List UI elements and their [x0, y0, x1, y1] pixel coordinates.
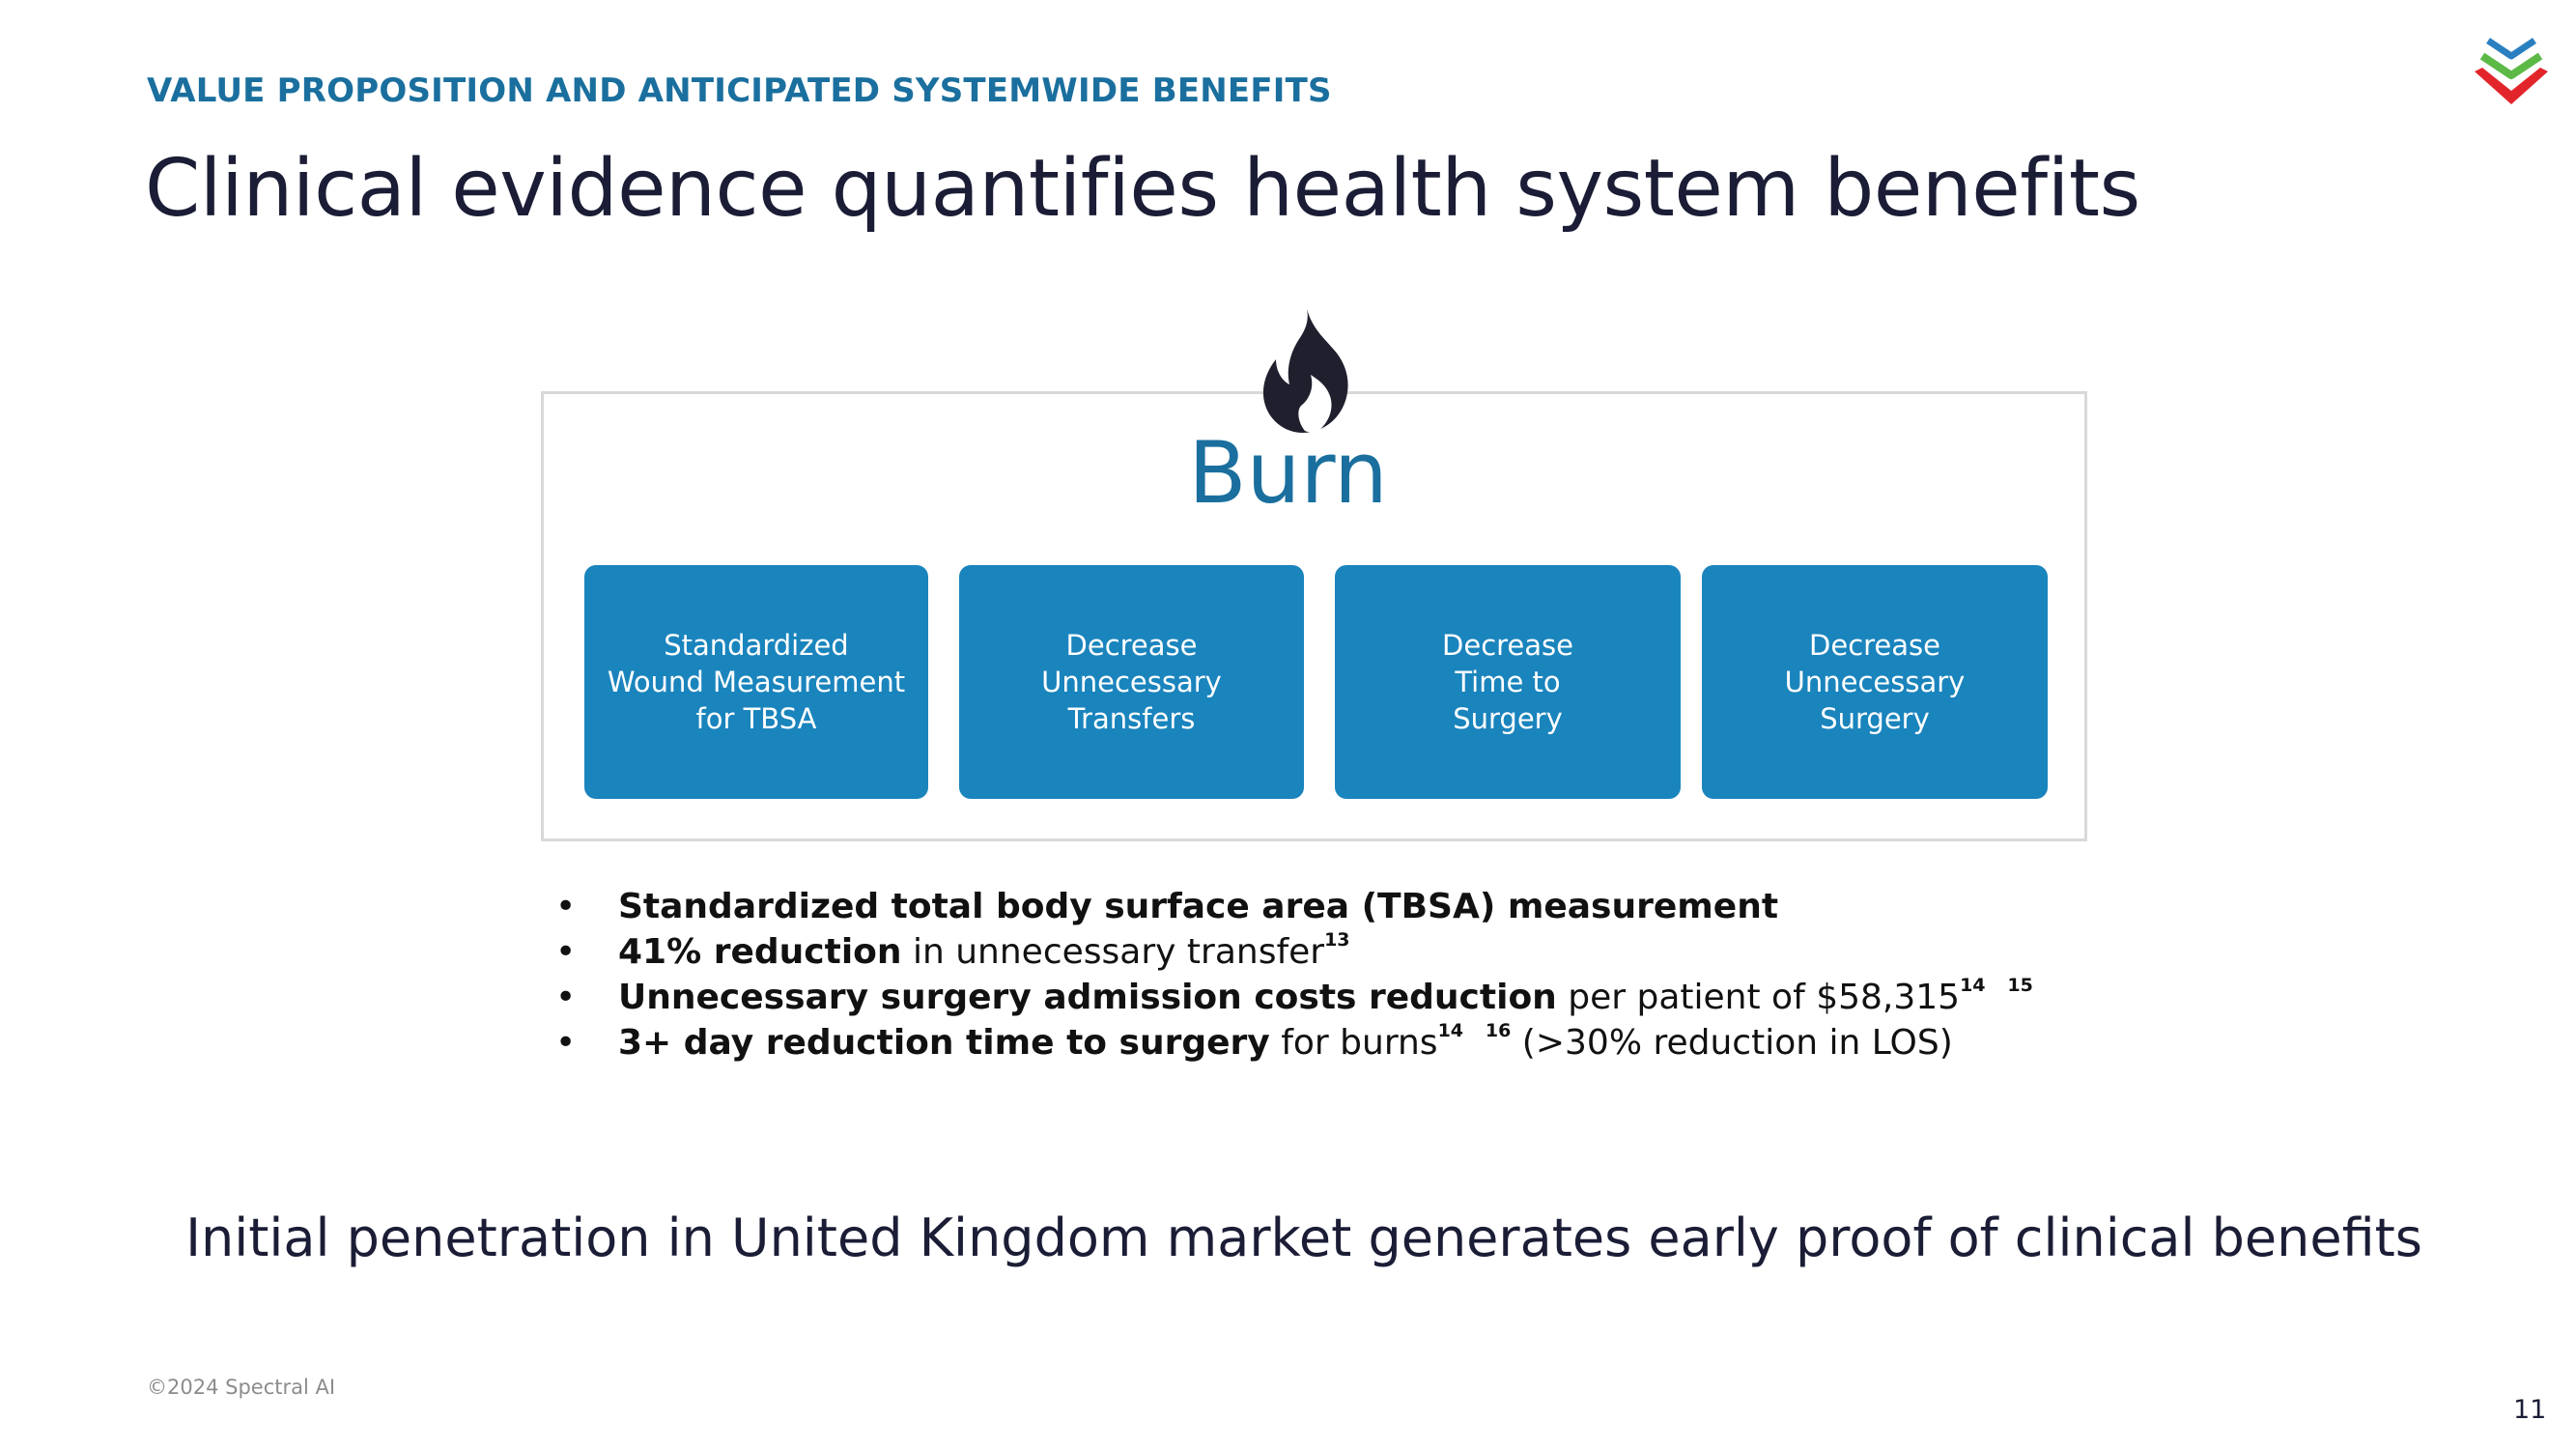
bullet-marker: •	[555, 932, 577, 972]
bullet-bold: Standardized total body surface area (TB…	[618, 887, 1779, 926]
bullet-text: per patient of $58,315	[1556, 978, 1961, 1017]
page-title: Clinical evidence quantifies health syst…	[145, 143, 2140, 235]
section-eyebrow: VALUE PROPOSITION AND ANTICIPATED SYSTEM…	[147, 71, 1332, 110]
copyright: ©2024 Spectral AI	[147, 1376, 336, 1399]
card-standardized-wound-measurement: Standardized Wound Measurement for TBSA	[584, 565, 928, 799]
bullet-marker: •	[555, 887, 577, 926]
benefits-list: • Standardized total body surface area (T…	[555, 884, 2033, 1065]
bullet-marker: •	[555, 1023, 577, 1063]
burn-title: Burn	[1188, 423, 1388, 523]
footnote-ref: 13	[1324, 929, 1350, 951]
bullet-tail: (>30% reduction in LOS)	[1511, 1023, 1953, 1063]
card-decrease-unnecessary-transfers: Decrease Unnecessary Transfers	[959, 565, 1304, 799]
page-number: 11	[2513, 1395, 2547, 1425]
spectral-logo-icon	[2475, 38, 2548, 104]
bullet-text: in unnecessary transfer	[901, 932, 1325, 972]
bullet-text: for burns	[1269, 1023, 1438, 1063]
card-decrease-time-to-surgery: Decrease Time to Surgery	[1335, 565, 1681, 799]
footnote-ref: 14	[1960, 975, 1986, 996]
flame-icon	[1262, 309, 1348, 433]
footnote-ref: 15	[2007, 975, 2033, 996]
footnote-ref: 16	[1485, 1020, 1512, 1041]
list-item: • 3+ day reduction time to surgery for bu…	[555, 1020, 2004, 1065]
bullet-bold: 41% reduction	[618, 932, 902, 972]
footnote-ref: 14	[1437, 1020, 1464, 1041]
list-item: • 41% reduction in unnecessary transfer13	[555, 929, 2004, 975]
bullet-bold: 3+ day reduction time to surgery	[618, 1023, 1270, 1063]
list-item: • Unnecessary surgery admission costs red…	[555, 975, 2033, 1020]
tagline: Initial penetration in United Kingdom ma…	[185, 1208, 2422, 1268]
bullet-bold: Unnecessary surgery admission costs redu…	[618, 978, 1557, 1017]
card-decrease-unnecessary-surgery: Decrease Unnecessary Surgery	[1702, 565, 2048, 799]
list-item: • Standardized total body surface area (T…	[555, 884, 2004, 929]
bullet-marker: •	[555, 978, 577, 1017]
